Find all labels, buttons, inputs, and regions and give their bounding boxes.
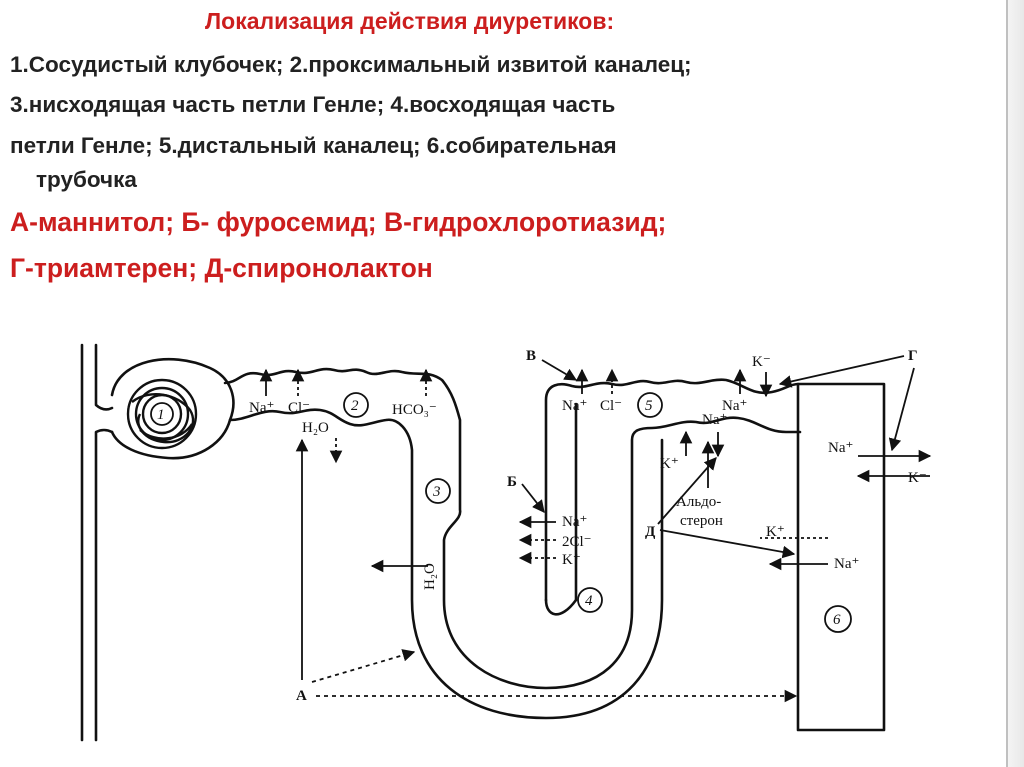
ion-k-collecting: K⁻ xyxy=(908,470,927,486)
segments-text-line-4: трубочка xyxy=(36,167,137,192)
drug-marker-a: А xyxy=(296,688,307,704)
drug-marker-v: В xyxy=(526,348,536,364)
ion-cl-proximal: Cl⁻ xyxy=(288,400,310,416)
segment-number-1: 1 xyxy=(157,407,165,423)
ion-h2o-descending: H₂O xyxy=(422,563,438,590)
ion-na-distal: Na⁺ xyxy=(562,398,587,414)
segment-number-3: 3 xyxy=(432,484,441,500)
drugs-text-line-2: Г-триамтерен; Д-спиронолактон xyxy=(10,253,433,283)
ion-na-collecting-2: Na⁺ xyxy=(834,556,859,572)
segment-number-6: 6 xyxy=(833,612,841,628)
slide-edge-line xyxy=(1006,0,1008,767)
tubule-inner-wall xyxy=(228,408,664,720)
ion-na-ascending: Na⁺ xyxy=(562,514,587,530)
collecting-duct xyxy=(796,382,886,732)
ion-k-distal: K⁻ xyxy=(752,354,771,370)
segments-text-line-3: петли Генле; 5.дистальный каналец; 6.соб… xyxy=(10,133,617,158)
ion-na-distal-2: Na⁺ xyxy=(722,398,747,414)
segments-text-line-2: 3.нисходящая часть петли Генле; 4.восход… xyxy=(10,92,616,117)
ion-2cl-ascending: 2Cl⁻ xyxy=(562,534,592,550)
bowman-capsule xyxy=(110,357,235,460)
drug-marker-d: Д xyxy=(645,524,656,540)
ion-k-ascending: K⁺ xyxy=(562,552,581,568)
ion-na-proximal: Na⁺ xyxy=(249,400,274,416)
drug-marker-b: Б xyxy=(507,474,517,490)
glomerulus-tuft xyxy=(126,378,198,450)
segment-number-2: 2 xyxy=(351,398,359,414)
ion-na-collecting: Na⁺ xyxy=(828,440,853,456)
slide-edge-shadow xyxy=(1008,0,1024,767)
aldosterone-label-1: Альдо- xyxy=(676,494,721,510)
efferent-arteriole xyxy=(94,343,114,411)
ion-hco3-proximal: HCO₃⁻ xyxy=(392,402,437,418)
segments-text-line-1: 1.Сосудистый клубочек; 2.проксимальный и… xyxy=(10,52,692,77)
ion-k-collecting-2: K⁺ xyxy=(766,524,785,540)
ion-cl-distal: Cl⁻ xyxy=(600,398,622,414)
efferent-lower xyxy=(94,428,114,742)
aldosterone-label-2: стерон xyxy=(680,513,723,529)
slide-title: Локализация действия диуретиков: xyxy=(205,8,615,34)
segment-number-5: 5 xyxy=(645,398,653,414)
segment-number-4: 4 xyxy=(585,593,593,609)
ion-h2o-proximal: H₂O xyxy=(302,420,329,436)
ion-k-late-distal: K⁺ xyxy=(660,456,679,472)
drugs-text-line-1: А-маннитол; Б- фуросемид; В-гидрохлороти… xyxy=(10,207,667,237)
drug-marker-g: Г xyxy=(908,348,918,364)
ion-na-late-distal: Na⁺ xyxy=(702,412,727,428)
tubule-outer-wall xyxy=(223,367,802,690)
